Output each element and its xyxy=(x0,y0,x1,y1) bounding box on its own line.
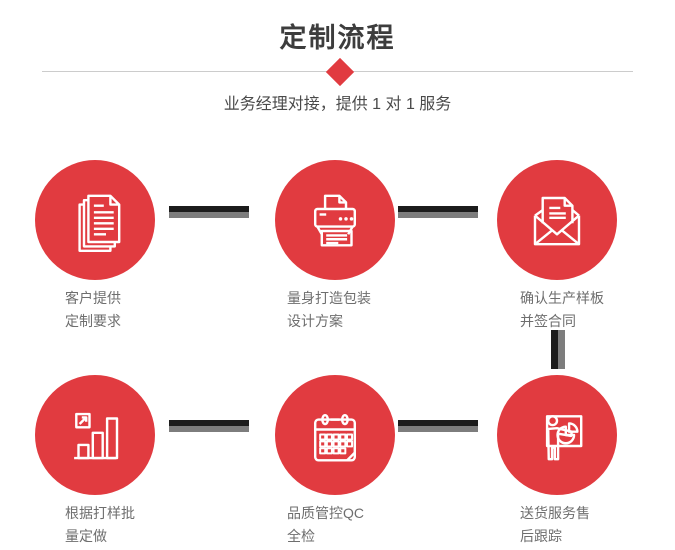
diamond-icon xyxy=(325,57,355,87)
page-subtitle: 业务经理对接，提供 1 对 1 服务 xyxy=(223,96,452,113)
step-label-line: 后跟踪 xyxy=(520,528,562,544)
step-circle-3 xyxy=(497,160,617,280)
step-label-line: 设计方案 xyxy=(287,313,343,329)
documents-icon xyxy=(78,194,121,253)
step-circle-4 xyxy=(35,375,155,495)
step-label-line: 量身打造包装 xyxy=(287,290,371,306)
connector-horizontal xyxy=(169,206,249,218)
calendar-icon xyxy=(313,413,357,462)
connector-vertical xyxy=(551,330,565,369)
step-label-line: 根据打样批 xyxy=(65,505,135,521)
printer-icon xyxy=(313,194,357,247)
step-circle-6 xyxy=(497,375,617,495)
step-circle-1 xyxy=(35,160,155,280)
step-label-line: 确认生产样板 xyxy=(520,290,604,306)
step-label-3: 确认生产样板 并签合同 xyxy=(520,287,604,333)
step-label-6: 送货服务售 后跟踪 xyxy=(520,502,590,548)
presentation-icon xyxy=(545,415,583,461)
step-circle-5 xyxy=(275,375,395,495)
step-label-line: 量定做 xyxy=(65,528,107,544)
step-label-line: 客户提供 xyxy=(65,290,121,306)
envelope-icon xyxy=(533,196,581,246)
step-circle-2 xyxy=(275,160,395,280)
connector-horizontal xyxy=(398,420,478,432)
step-label-2: 量身打造包装 设计方案 xyxy=(287,287,371,333)
step-label-line: 定制要求 xyxy=(65,313,121,329)
step-label-line: 并签合同 xyxy=(520,313,576,329)
step-label-line: 品质管控QC xyxy=(287,505,364,521)
connector-horizontal xyxy=(398,206,478,218)
connector-horizontal xyxy=(169,420,249,432)
step-label-1: 客户提供 定制要求 xyxy=(65,287,121,333)
step-label-4: 根据打样批 量定做 xyxy=(65,502,135,548)
step-label-line: 送货服务售 xyxy=(520,505,590,521)
step-label-5: 品质管控QC 全检 xyxy=(287,502,364,548)
bar-chart-icon xyxy=(74,412,119,460)
page-title: 定制流程 xyxy=(279,23,396,53)
step-label-line: 全检 xyxy=(287,528,315,544)
